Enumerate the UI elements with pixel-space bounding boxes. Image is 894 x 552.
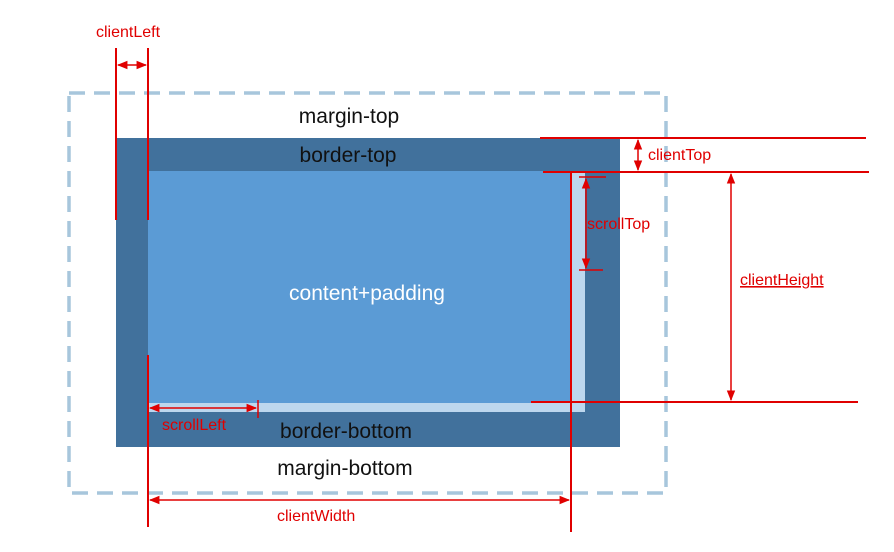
margin-top-label: margin-top [299, 105, 399, 128]
vertical-scrollbar [571, 171, 585, 412]
client-width-label: clientWidth [277, 508, 355, 525]
horizontal-scrollbar [148, 403, 585, 412]
border-bottom-label: border-bottom [280, 420, 412, 443]
scroll-left-label: scrollLeft [162, 417, 227, 434]
client-height-label: clientHeight [740, 272, 824, 289]
content-padding-label: content+padding [289, 282, 445, 305]
scroll-top-label: scrollTop [587, 216, 650, 233]
margin-bottom-label: margin-bottom [277, 457, 412, 480]
content-padding-area [148, 171, 571, 403]
client-top-label: clientTop [648, 147, 711, 164]
client-left-label: clientLeft [96, 24, 161, 41]
border-top-label: border-top [300, 144, 397, 167]
